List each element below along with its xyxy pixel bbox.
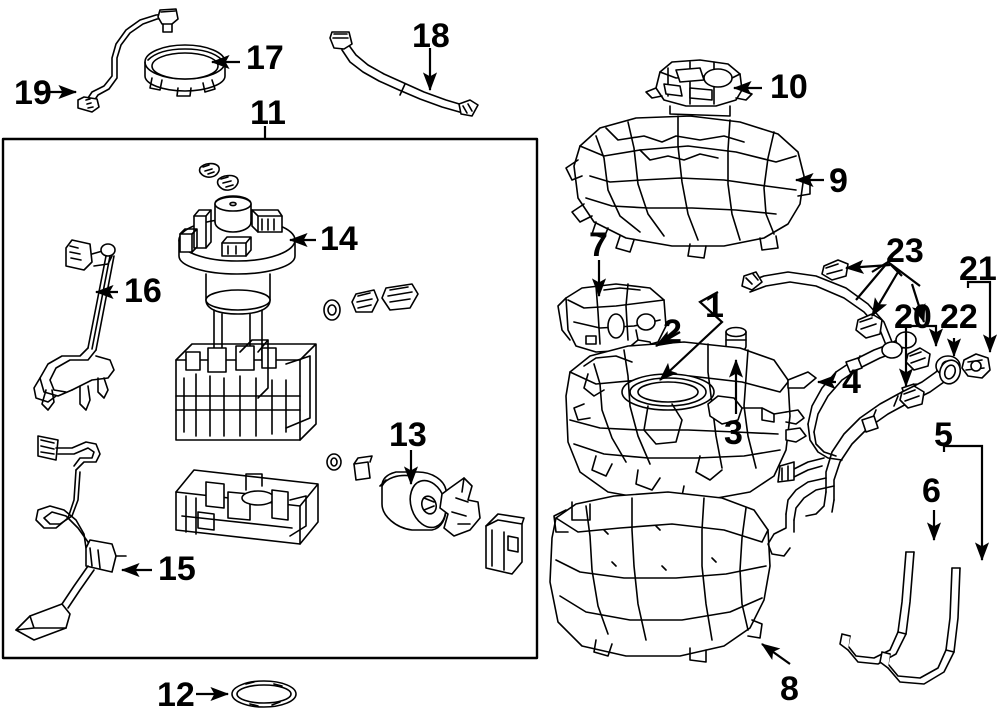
callout-8[interactable]: 8 bbox=[780, 670, 799, 708]
part-fuel-tank bbox=[565, 341, 807, 501]
part-filler-neck-washer bbox=[938, 359, 962, 385]
callout-4[interactable]: 4 bbox=[842, 363, 861, 401]
leader-21 bbox=[966, 280, 992, 290]
part-heat-shield-baffle bbox=[557, 283, 667, 353]
callout-23[interactable]: 23 bbox=[886, 232, 924, 270]
part-hose-clamp-b bbox=[899, 385, 925, 409]
callout-17[interactable]: 17 bbox=[246, 39, 284, 77]
callout-18[interactable]: 18 bbox=[412, 17, 450, 55]
part-filler-neck-nut bbox=[961, 353, 991, 379]
part-fuel-return-tube-connector bbox=[77, 8, 179, 113]
callout-16[interactable]: 16 bbox=[124, 272, 162, 310]
part-fuel-filler-neck bbox=[767, 331, 961, 557]
callout-14[interactable]: 14 bbox=[320, 220, 358, 258]
callout-2[interactable]: 2 bbox=[663, 313, 682, 351]
leader-5 bbox=[942, 444, 984, 452]
part-fuel-tank-strap-left bbox=[839, 551, 915, 665]
part-vapor-hose-clip-a bbox=[821, 259, 849, 281]
callout-11[interactable]: 11 bbox=[250, 94, 286, 132]
callout-22[interactable]: 22 bbox=[940, 298, 978, 336]
callout-9[interactable]: 9 bbox=[829, 162, 848, 200]
part-fuel-tank-protector-lower bbox=[549, 491, 771, 663]
part-small-fasteners bbox=[323, 283, 419, 481]
part-fuel-feed-hose bbox=[329, 31, 479, 117]
part-fuel-pump-motor bbox=[379, 471, 447, 531]
leader-23 bbox=[855, 260, 921, 301]
part-fuel-pump-lock-ring bbox=[144, 44, 226, 97]
part-fuel-pump-flange-cover bbox=[175, 162, 317, 441]
part-fuel-tank-strap-right bbox=[879, 567, 961, 685]
part-vapor-hose bbox=[741, 271, 903, 359]
callout-3[interactable]: 3 bbox=[724, 414, 743, 452]
callout-21[interactable]: 21 bbox=[959, 250, 997, 288]
callout-20[interactable]: 20 bbox=[894, 298, 932, 336]
callout-10[interactable]: 10 bbox=[770, 68, 808, 106]
leader-2 bbox=[655, 331, 681, 347]
leader-1 bbox=[659, 291, 724, 381]
callout-12[interactable]: 12 bbox=[157, 676, 195, 712]
callout-19[interactable]: 19 bbox=[14, 74, 52, 112]
part-hose-clamp-a bbox=[905, 347, 931, 371]
part-fuel-level-sending-unit bbox=[15, 435, 127, 641]
leader-8 bbox=[761, 643, 791, 665]
leader-23c bbox=[910, 283, 926, 324]
part-fuel-tank-protector-upper bbox=[565, 115, 811, 259]
callout-6[interactable]: 6 bbox=[922, 472, 941, 510]
part-fuel-pump-bracket-cover bbox=[645, 59, 753, 117]
part-vapor-hose-clip-b bbox=[855, 313, 883, 339]
part-connector-block bbox=[485, 513, 525, 575]
callout-7[interactable]: 7 bbox=[589, 226, 608, 264]
callout-1[interactable]: 1 bbox=[705, 287, 724, 325]
part-pump-bracket-clip bbox=[439, 477, 481, 537]
part-o-ring-gasket bbox=[231, 680, 297, 708]
leader-23b bbox=[871, 271, 899, 317]
callout-15[interactable]: 15 bbox=[158, 550, 196, 588]
leader-23a bbox=[844, 259, 891, 274]
part-retaining-clip bbox=[787, 371, 817, 389]
part-fuel-pump-support-bracket bbox=[33, 239, 116, 411]
callout-5[interactable]: 5 bbox=[934, 416, 953, 454]
part-fuel-pump-filter-housing bbox=[175, 469, 319, 545]
callout-13[interactable]: 13 bbox=[389, 416, 427, 454]
